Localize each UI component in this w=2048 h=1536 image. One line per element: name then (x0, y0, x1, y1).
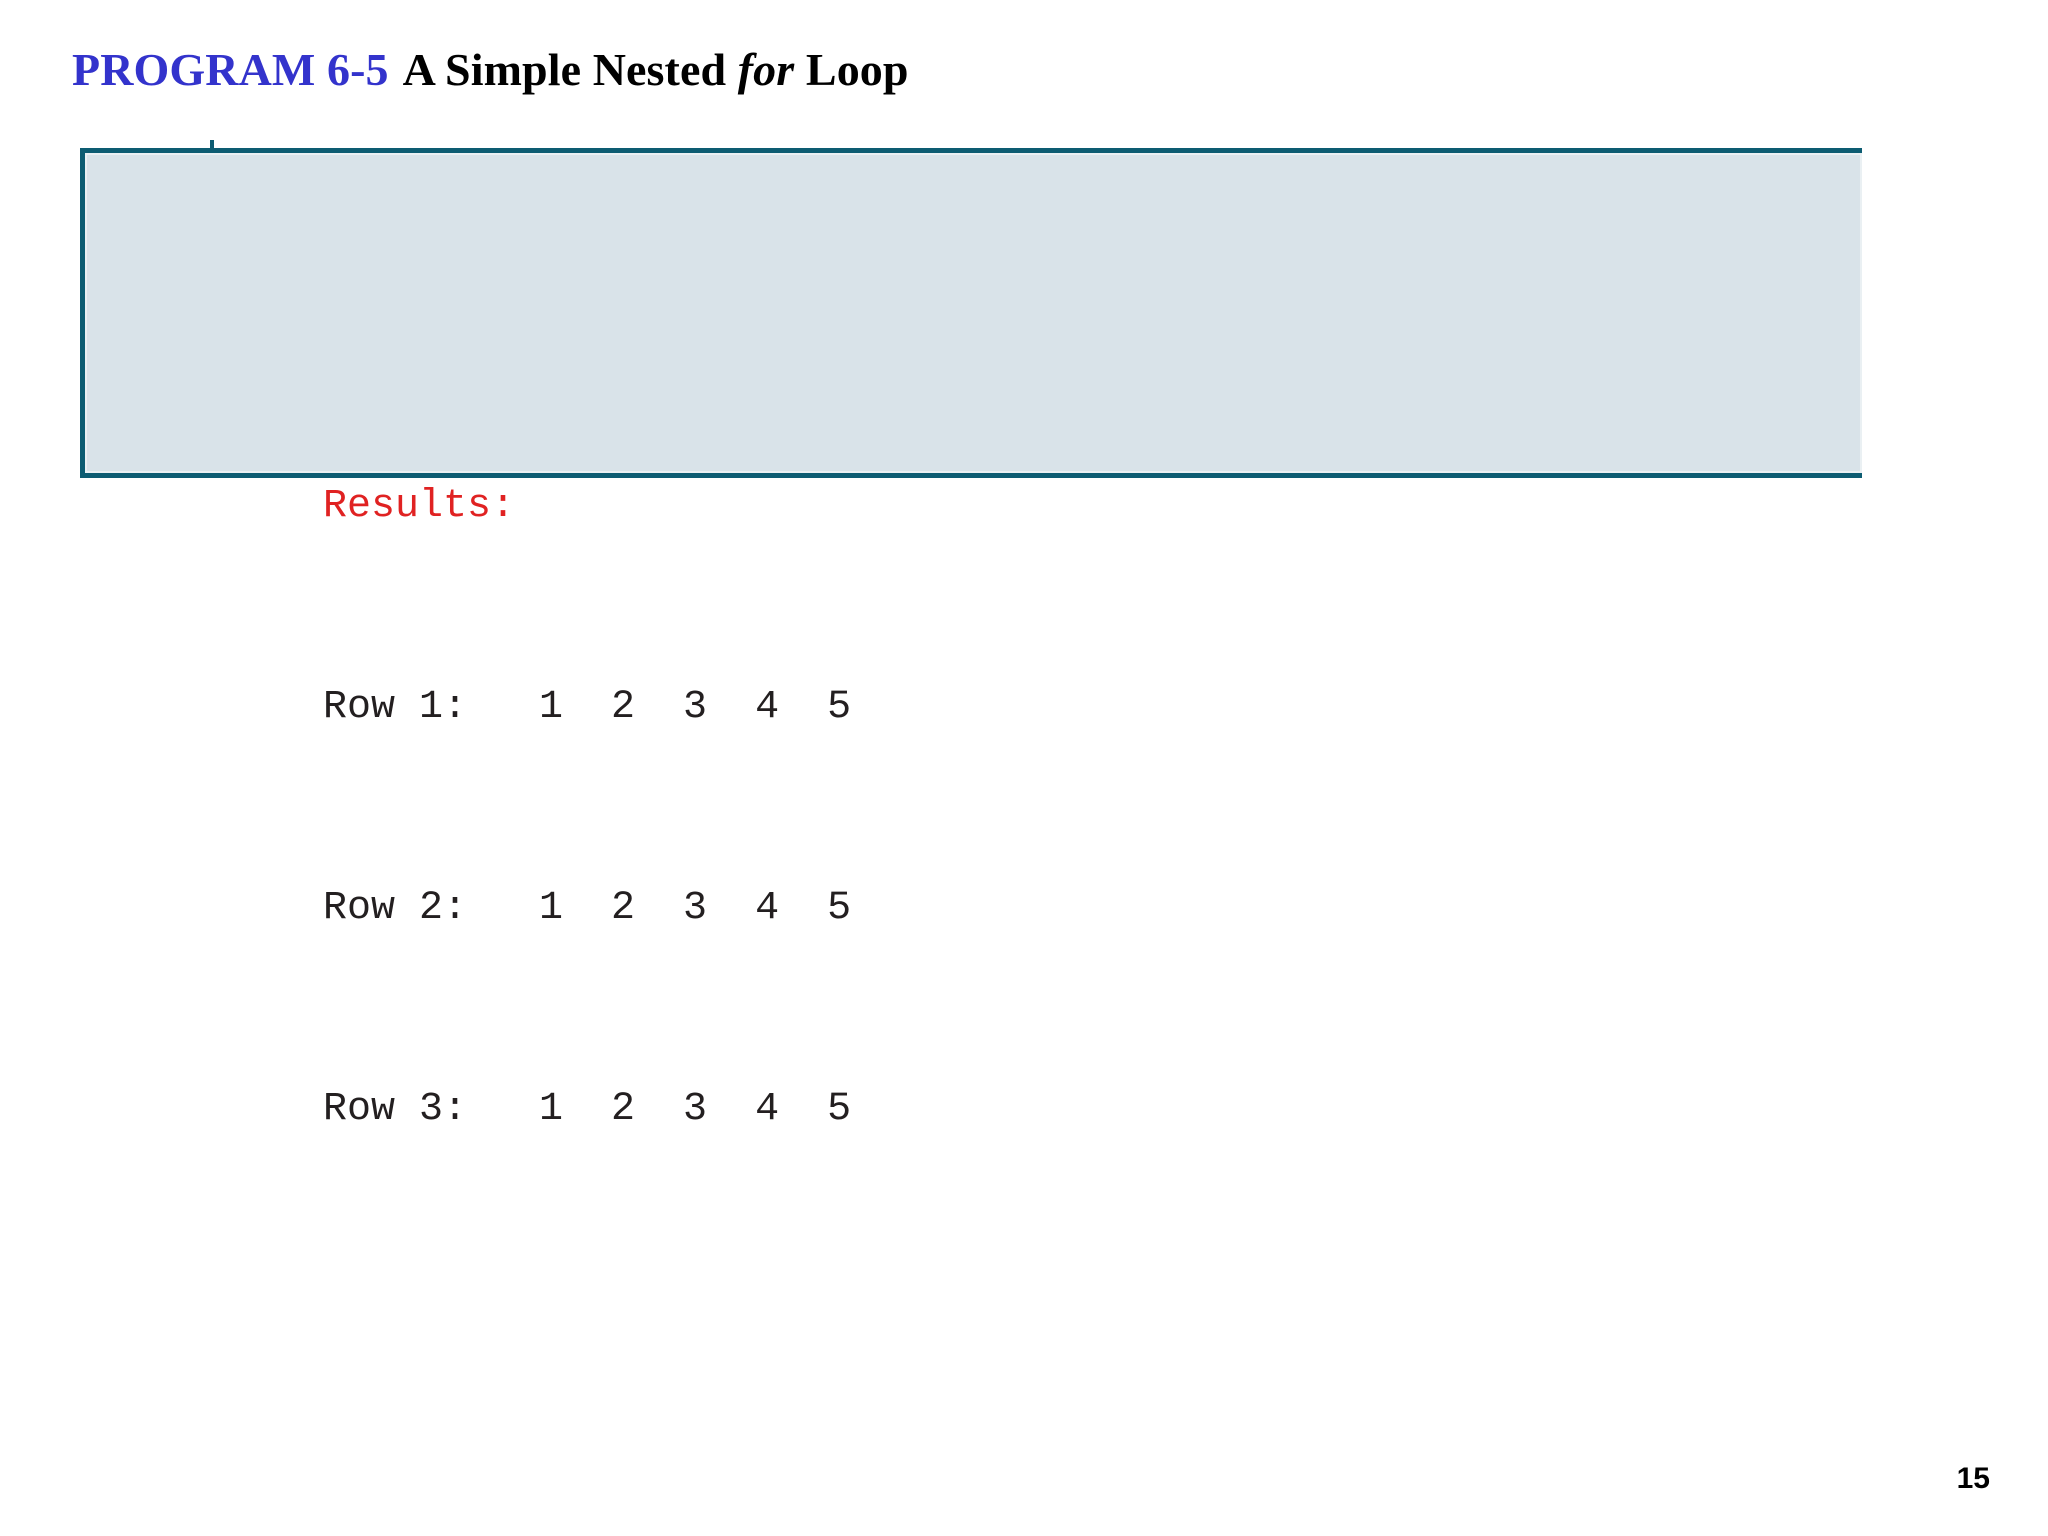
output-row-2: Row 2: 1 2 3 4 5 (323, 886, 852, 931)
title-keyword-for: for (737, 44, 795, 95)
output-row-3: Row 3: 1 2 3 4 5 (323, 1087, 852, 1132)
title-description-before: A Simple Nested (402, 44, 727, 95)
tab-stop-tick (210, 140, 214, 151)
page-number: 15 (1956, 1462, 1990, 1495)
program-output-text: Results: Row 1: 1 2 3 4 5 Row 2: 1 2 3 4… (323, 339, 851, 1277)
program-output-box: Results: Row 1: 1 2 3 4 5 Row 2: 1 2 3 4… (80, 148, 1862, 1132)
output-row-1: Row 1: 1 2 3 4 5 (323, 685, 852, 730)
page-title: PROGRAM 6-5 A Simple Nested for Loop (72, 44, 909, 95)
title-description-after: Loop (805, 44, 909, 95)
output-results-label: Results: (323, 484, 516, 529)
program-label: PROGRAM 6-5 (72, 44, 389, 95)
